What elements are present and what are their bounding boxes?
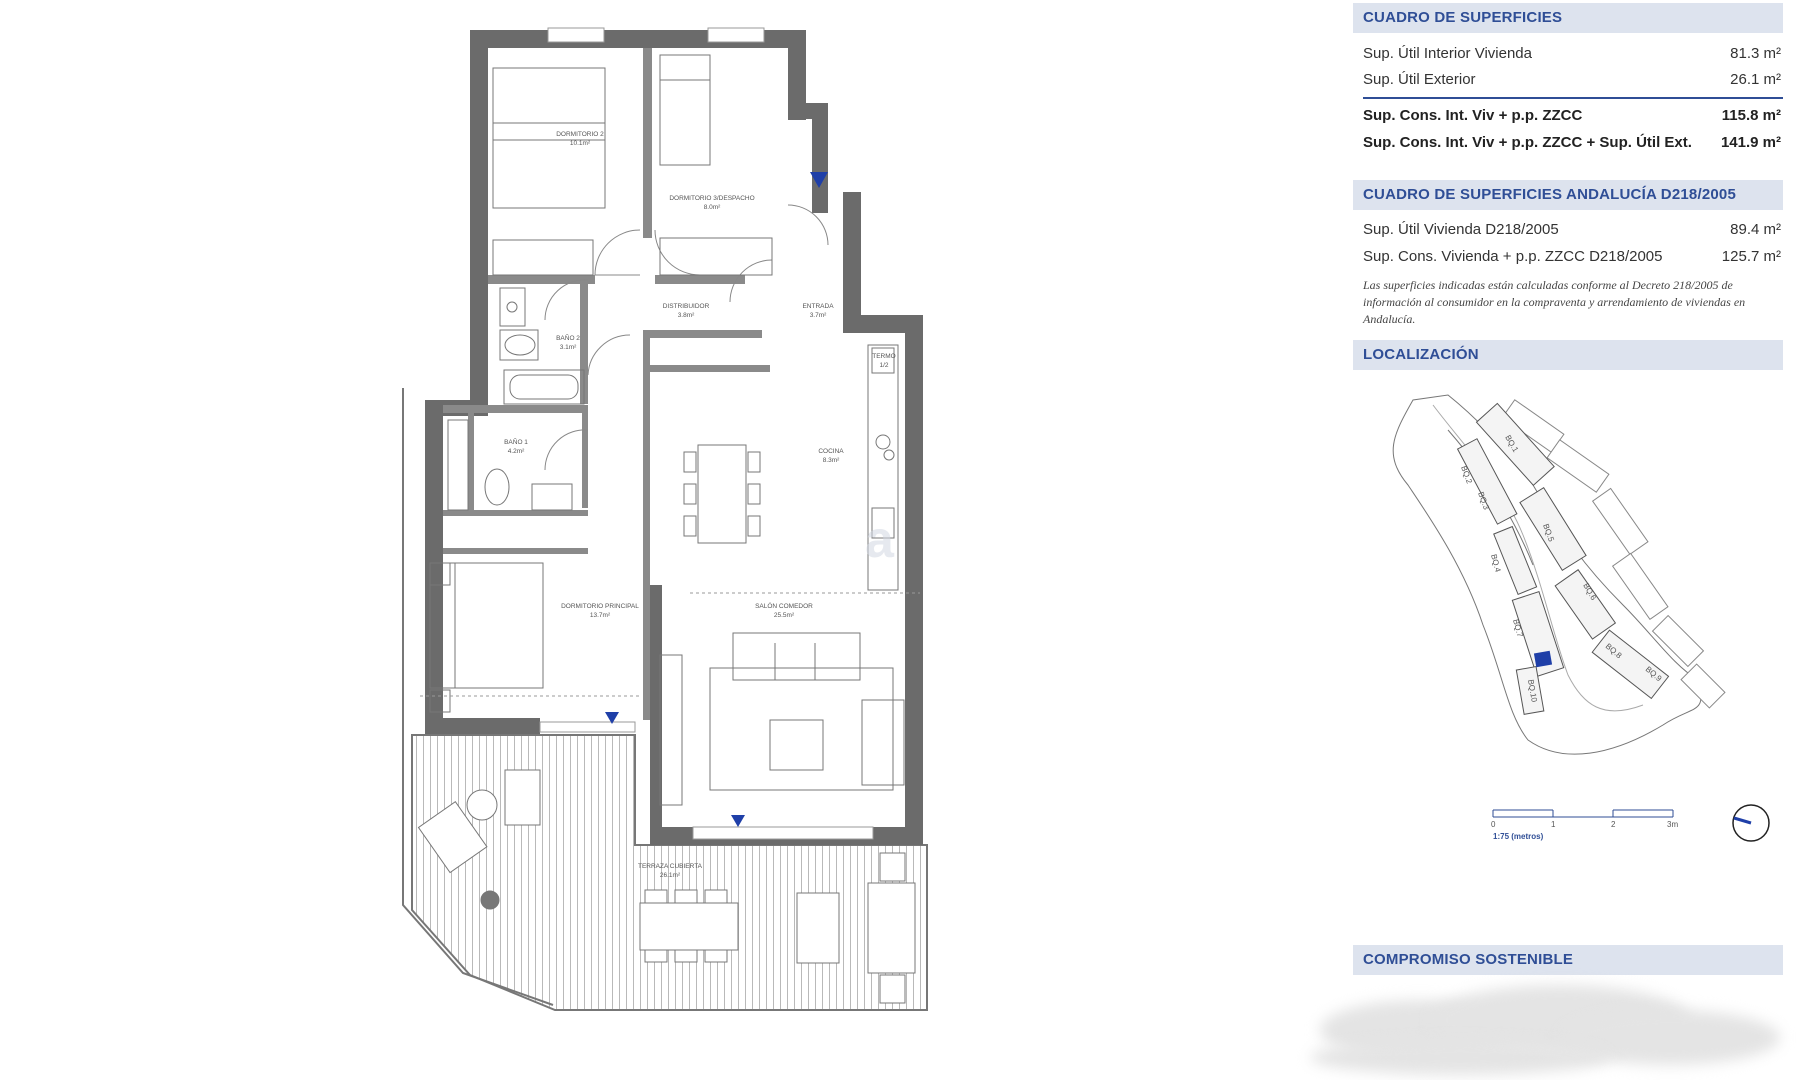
kitchen-fixtures [690,344,920,594]
row-cons-vivienda: Sup. Cons. Vivienda + p.p. ZZCC D218/200… [1363,245,1781,267]
interior-walls [443,48,770,720]
block-label: BQ.10 [1526,679,1539,703]
row-label: Sup. Útil Interior Vivienda [1363,44,1532,62]
room-name-bano1: BAÑO 1 [504,437,528,446]
doors [544,204,829,471]
dining-table [683,444,761,544]
bed-dormitorio-2 [492,67,606,276]
scale-tick: 3m [1667,820,1678,829]
section-title-sostenible: COMPROMISO SOSTENIBLE [1353,945,1783,975]
walls [425,30,923,845]
row-util-interior: Sup. Útil Interior Vivienda 81.3 m² [1363,42,1781,64]
row-label: Sup. Útil Exterior [1363,70,1476,88]
bano-2-fixtures [499,287,585,405]
room-area-dormitorio2: 10.1m² [570,140,591,147]
row-label: Sup. Cons. Int. Viv + p.p. ZZCC [1363,106,1583,124]
room-area-terraza: 26.1m² [660,872,681,879]
room-area-entrada: 3.7m² [810,312,827,319]
site-parcels [1501,399,1726,709]
section-title-andalucia: CUADRO DE SUPERFICIES ANDALUCÍA D218/200… [1353,180,1783,210]
room-name-dormitorio2: DORMITORIO 2 [556,131,604,138]
scale-tick: 1 [1551,820,1556,829]
row-label: Sup. Cons. Vivienda + p.p. ZZCC D218/200… [1363,247,1663,265]
marker-entrada [810,172,828,188]
section-title-localizacion: LOCALIZACIÓN [1353,340,1783,370]
room-name-principal: DORMITORIO PRINCIPAL [561,603,639,610]
scale-bar [1492,809,1674,818]
row-value: 26.1 m² [1730,70,1781,88]
room-name-distribuidor: DISTRIBUIDOR [663,303,710,310]
row-cons-total: Sup. Cons. Int. Viv + p.p. ZZCC + Sup. Ú… [1363,131,1781,153]
row-label: Sup. Cons. Int. Viv + p.p. ZZCC + Sup. Ú… [1363,133,1692,151]
scale-label: 1:75 (metros) [1493,832,1544,841]
room-area-cocina: 8.3m² [823,457,840,464]
scale-tick: 0 [1491,820,1496,829]
scale-tick: 2 [1611,820,1616,829]
divider [1363,97,1783,99]
room-name-entrada: ENTRADA [802,303,834,310]
room-name-cocina: COCINA [818,448,844,455]
block-label: BQ.4 [1489,553,1503,573]
windows [539,27,874,840]
site-buildings [1456,402,1670,715]
room-name-salon: SALÓN COMEDOR [755,601,813,610]
bed-dormitorio-3 [659,54,773,276]
room-area-dormitorio3: 8.0m² [704,204,721,211]
living-furniture [659,632,905,806]
room-area-distribuidor: 3.8m² [678,312,695,319]
scale-ticks: 0 1 2 3m 1:75 (metros) [1491,820,1678,841]
section-title-superficies: CUADRO DE SUPERFICIES [1353,3,1783,33]
row-value: 115.8 m² [1721,106,1781,124]
room-name-dormitorio3: DORMITORIO 3/DESPACHO [669,195,754,202]
bed-principal [420,562,640,713]
room-area-salon: 25.5m² [774,612,795,619]
room-area-principal: 13.7m² [590,612,611,619]
row-value: 141.9 m² [1720,133,1781,151]
room-area-bano2: 3.1m² [560,344,577,351]
room-labels: DORMITORIO 2 10.1m² DORMITORIO 3/DESPACH… [504,131,896,879]
row-util-vivienda: Sup. Útil Vivienda D218/2005 89.4 m² [1363,218,1781,240]
row-value: 81.3 m² [1730,44,1781,62]
room-name-bano2: BAÑO 2 [556,333,580,342]
room-name-terraza: TERRAZA CUBIERTA [638,863,703,870]
terrace-furniture [417,769,916,1004]
row-value: 89.4 m² [1730,220,1781,238]
site-map: BQ.1 BQ.2 BQ.3 BQ.4 BQ.5 BQ.6 BQ.7 BQ.8 … [1392,394,1770,842]
entry-markers [605,172,828,827]
room-name-termo: TERMO [872,353,895,360]
room-area-bano1: 4.2m² [508,448,525,455]
row-value: 125.7 m² [1721,247,1781,265]
row-util-exterior: Sup. Útil Exterior 26.1 m² [1363,68,1781,90]
watermark: a [865,511,895,569]
floor-plan: DORMITORIO 2 10.1m² DORMITORIO 3/DESPACH… [402,27,928,1011]
unit-location-marker [1533,650,1553,668]
marker-dormitorio [605,712,619,724]
row-label: Sup. Útil Vivienda D218/2005 [1363,220,1559,238]
decree-note: Las superficies indicadas están calculad… [1363,278,1746,326]
bano-1-fixtures [447,419,573,511]
north-arrow-icon [1732,804,1770,842]
row-cons-int: Sup. Cons. Int. Viv + p.p. ZZCC 115.8 m² [1363,104,1781,126]
room-area-termo: 1/2 [879,362,888,369]
marker-salon [731,815,745,827]
